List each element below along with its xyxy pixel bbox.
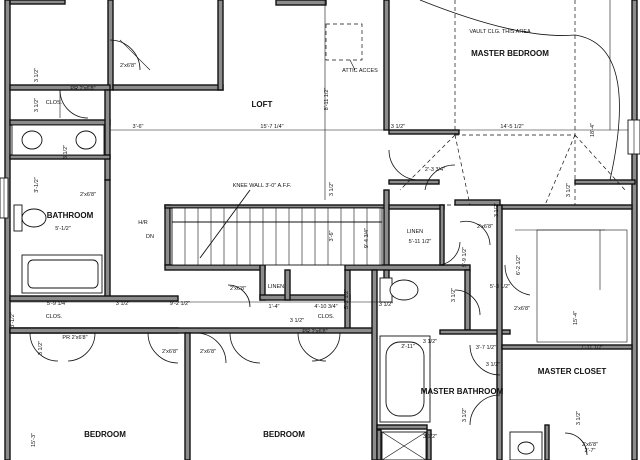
closet-note-2: CLOS. [46,314,63,320]
room-bathroom: BATHROOM [47,211,94,220]
stairs [171,189,383,266]
dim-3-1-2-n: 3 1/2" [462,408,468,422]
dim-5-9-1-4: 5'-9 1/4" [47,301,67,307]
bathroom-fixtures [11,124,628,460]
dim-5-3-1-2: 5'-3 1/2" [490,284,510,290]
door-tag-6: PR 2'x6'8" [62,335,87,341]
door-tag-5: 2'x6'8" [477,224,493,230]
dim-3-7-1-2: 3'-7 1/2" [476,345,496,351]
door-tag-11: 2'x6'8" [582,442,598,448]
dim-5-11-1-2: 5'-11 1/2" [409,239,432,245]
handrail-note: H/R [138,220,148,226]
door-tag-7: 2'x6'8" [162,349,178,355]
dimensions: 15'-7 1/4" 8'-11 1/2" 3'-6" 14'-5 1/2" 3… [10,68,603,454]
dim-6-2-1-2: 6'-2 1/2" [516,255,522,275]
room-bedroom-left: BEDROOM [84,430,126,439]
dim-9-2-1-2: 9'-2 1/2" [170,301,190,307]
dim-2-3-3-4: 2'-3 3/4" [425,167,445,173]
dim-18-4: 18'-4" [590,123,596,137]
door-tag-3: 2'x6'8" [80,192,96,198]
dim-9-4-3-4: 9'-4 3/4" [364,228,370,248]
door-swings [29,39,588,456]
dim-3-1-2-g: 3 1/2" [34,68,40,82]
room-master-bedroom: MASTER BEDROOM [471,49,549,58]
dim-3-6-right: 3'-6" [329,230,335,241]
dim-loft-width: 15'-7 1/4" [260,124,283,130]
vault-ceiling-lines [399,0,626,206]
down-note: DN [146,234,154,240]
dim-3-1-2-e: 3 1/2" [423,339,437,345]
dim-3-1-2-o: 3 1/2" [423,434,437,440]
vault-ceiling-note: VAULT CLG. THIS AREA [469,29,531,35]
door-tags: PR 2'x6'8" 2'x6'8" 2'x6'8" 2'x6'8" 2'x6'… [62,63,598,448]
dim-5-1-2: 5'-1/2" [55,226,71,232]
linen-note-1: LINEN [407,229,423,235]
master-arc [419,0,620,181]
door-tag-1: PR 2'x6'8" [70,86,95,92]
attic-access-hatch[interactable] [325,23,363,61]
dim-left-3-6: 3'-6" [133,124,144,130]
door-tag-8: 2'x6'8" [200,349,216,355]
door-tag-4: 2'x6'8" [230,286,246,292]
room-loft: LOFT [252,100,273,109]
walls [4,0,638,460]
door-tag-10: 2'x6'8" [514,306,530,312]
room-master-closet: MASTER CLOSET [538,367,607,376]
door-tag-9: PR 2'x6'8" [302,329,327,335]
master-toilet [389,279,419,301]
closet-note-1: CLOS. [46,100,63,106]
dim-2-11: 2'-11" [401,344,415,350]
dimension-lines [10,0,632,303]
dim-3-1-2-m: 3 1/2" [566,183,572,197]
dim-3-1-2-d: 3 1/2" [290,318,304,324]
dim-3-1-2-k: 3 1/2" [63,145,69,159]
dim-1-4: 1'-4" [269,304,280,310]
dim-3-1-2-p: 3 1/2" [576,411,582,425]
closet-note-3: CLOS. [318,314,335,320]
dim-3-1-2-r: 3 1/2" [379,302,393,308]
knee-wall-note: KNEE WALL 3'-0" A.F.F. [233,183,292,189]
dim-2-7: 2'-7" [585,448,596,454]
room-master-bathroom: MASTER BATHROOM [421,387,504,396]
room-bedroom-mid: BEDROOM [263,430,305,439]
sink-left [21,130,43,150]
dim-3-1-2-i: 3 1/2" [38,341,44,355]
dim-15-3: 15'-3" [31,433,37,447]
dim-3-1-2-h: 3 1/2" [34,98,40,112]
dim-4-10-3-4: 4'-10 3/4" [314,304,337,310]
dim-5-9-1-2: 5'-9 1/2" [462,247,468,267]
linen-note-2: LINEN [268,284,284,290]
dim-5-2-1-2: 5'-2 1/2" [344,289,350,309]
dim-3-1-2-q: 3 1/2" [451,288,457,302]
dim-5-1-2-b: 3'-1/2" [34,177,40,193]
dim-7-11-1-2: 7'-11 1/2" [581,345,604,351]
room-labels: MASTER BEDROOM LOFT BATHROOM BEDROOM BED… [47,49,607,439]
dim-15-4: 15'-4" [573,311,579,325]
sink-right [75,130,97,150]
notes: VAULT CLG. THIS AREA ATTIC ACCES KNEE WA… [46,29,531,320]
attic-access-note: ATTIC ACCES [342,68,378,74]
door-tag-2: 2'x6'8" [120,63,136,69]
window-marks [0,119,640,219]
dim-3-1-2-j: 3'-1/2" [10,312,16,328]
dim-3-1-2-l: 3 1/2" [494,203,500,217]
dim-3-1-2-b: 3 1/2" [329,182,335,196]
dim-master-width: 14'-5 1/2" [500,124,523,130]
dim-m-3-1-2: 3 1/2" [391,124,405,130]
dim-loft-depth: 8'-11 1/2" [324,88,330,111]
dim-3-1-2-c: 3 1/2" [116,301,130,307]
dim-3-1-2-f: 3 1/2" [486,362,500,368]
